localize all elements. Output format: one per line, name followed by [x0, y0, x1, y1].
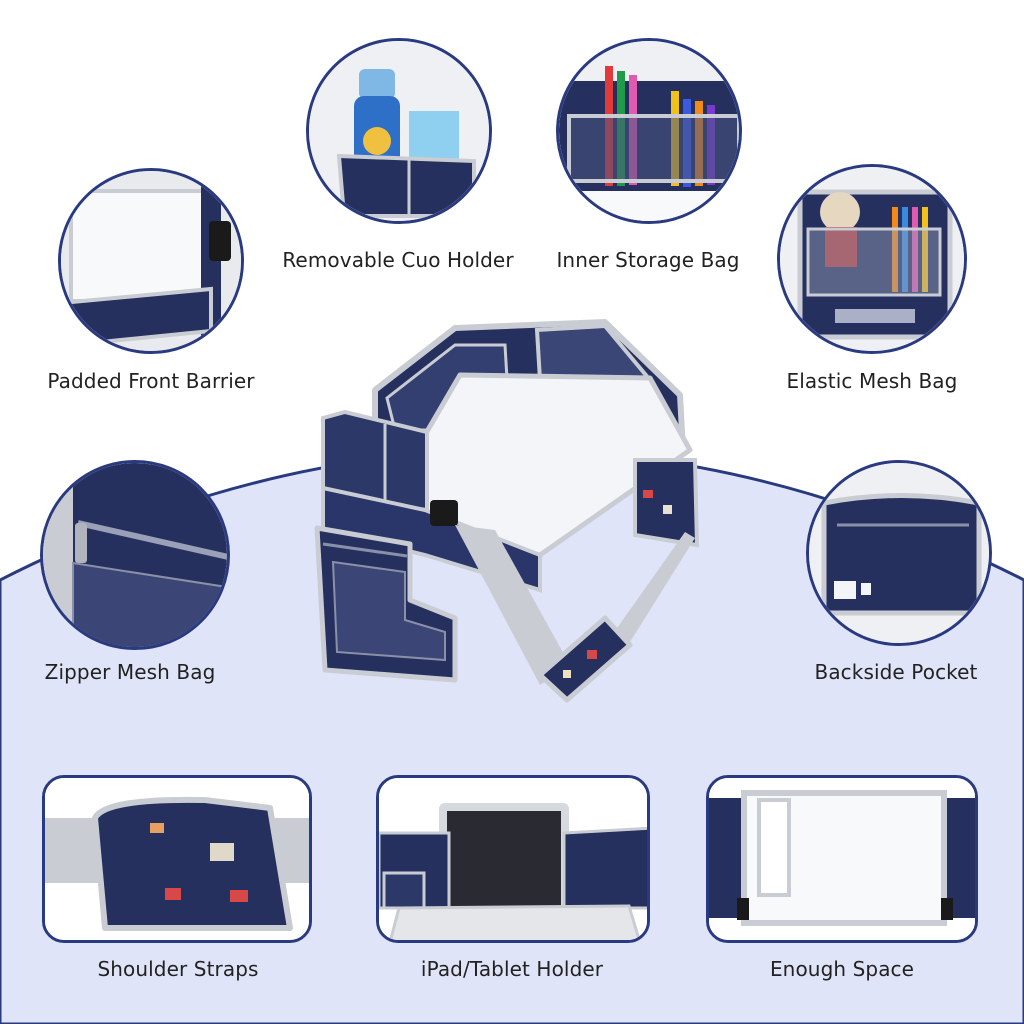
elastic-mesh-bag-photo	[777, 164, 967, 354]
enough-space-photo	[706, 775, 978, 943]
padded-front-barrier-label: Padded Front Barrier	[47, 369, 255, 393]
ipad-tablet-holder-label: iPad/Tablet Holder	[420, 957, 604, 981]
removable-cup-holder-photo	[306, 38, 492, 224]
shoulder-straps-photo	[42, 775, 312, 943]
zipper-mesh-bag-photo	[40, 460, 230, 650]
enough-space-label: Enough Space	[769, 957, 915, 981]
elastic-mesh-bag-label: Elastic Mesh Bag	[786, 369, 958, 393]
shoulder-straps-label: Shoulder Straps	[97, 957, 259, 981]
travel-tray-product	[314, 319, 700, 703]
backside-pocket-label: Backside Pocket	[814, 660, 978, 684]
inner-storage-bag-label: Inner Storage Bag	[556, 248, 740, 272]
zipper-mesh-bag-label: Zipper Mesh Bag	[44, 660, 216, 684]
ipad-tablet-holder-photo	[376, 775, 650, 943]
backside-pocket-photo	[806, 460, 992, 646]
removable-cup-holder-label: Removable Cuo Holder	[282, 248, 514, 272]
inner-storage-bag-photo	[556, 38, 742, 224]
padded-front-barrier-photo	[58, 168, 244, 354]
